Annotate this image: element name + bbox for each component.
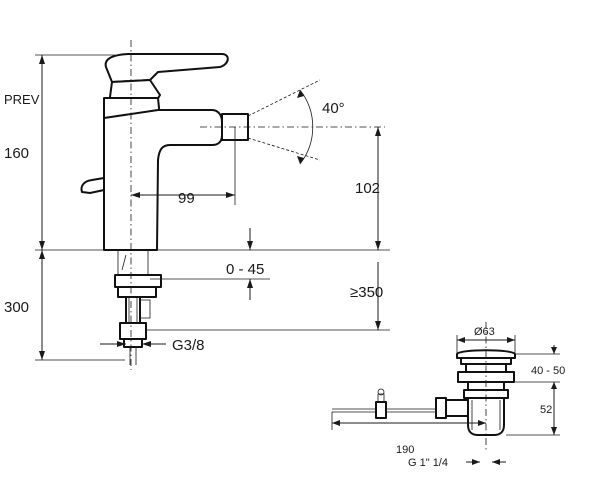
prev-label: PREV [4,92,40,107]
dimension-g38 [100,341,166,347]
faucet-body [80,53,249,365]
dimension-dia63 [456,335,516,354]
height-300-label: 300 [4,299,29,316]
range-0-45-label: 0 - 45 [226,261,264,278]
height-52-label: 52 [540,404,552,416]
dimension-40-50 [515,345,560,392]
dimension-102 [157,127,390,251]
dimension-190 [331,412,486,430]
dimension-0-45 [150,228,270,300]
dimension-99 [131,127,236,205]
waste-assembly [332,349,516,436]
dimension-350 [146,262,390,331]
thread-g38-label: G3/8 [172,337,205,354]
dimension-99-label: 99 [178,190,195,207]
height-160-label: 160 [4,145,29,162]
dimension-g114 [466,459,506,465]
spray-angle [200,79,385,165]
thread-g114-label: G 1" 1/4 [408,457,448,469]
min-350-label: ≥350 [350,284,383,301]
range-40-50-label: 40 - 50 [531,365,565,377]
left-dimension-chain [35,54,125,361]
dimension-190-label: 190 [396,444,414,456]
dimension-52 [506,392,560,436]
dimension-102-label: 102 [355,180,380,197]
diameter-63-label: Ø63 [474,326,495,338]
angle-40-label: 40° [322,100,345,117]
